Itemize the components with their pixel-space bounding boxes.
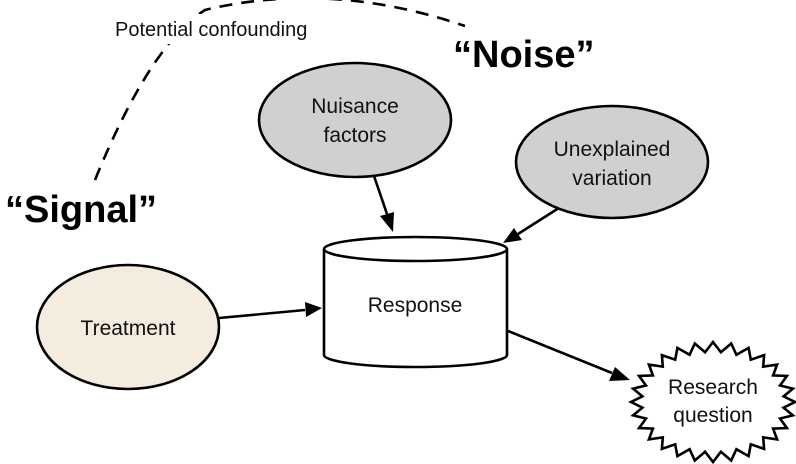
arrowhead-icon [609, 367, 630, 381]
research-label-line2: question [673, 404, 752, 427]
unexplained-ellipse [514, 104, 710, 220]
response-cylinder-top [322, 235, 509, 263]
confounding-label: Potential confounding [115, 19, 307, 41]
edge-unexplained-response [503, 204, 563, 243]
nuisance-ellipse [257, 61, 453, 179]
confounding-label-bg [108, 14, 340, 44]
arrowhead-icon [503, 228, 522, 243]
edge-nuisance-response [372, 175, 394, 232]
research-label-line1: Research [668, 376, 758, 399]
response-label: Response [368, 294, 463, 317]
nuisance-label-line1: Nuisance [311, 95, 399, 118]
signal-title: “Signal” [5, 189, 157, 231]
node-research-question[interactable]: Research question [628, 339, 796, 464]
research-starburst [628, 339, 796, 464]
arrowhead-icon [305, 302, 322, 317]
node-unexplained-variation[interactable]: Unexplained variation [514, 104, 710, 220]
confounding-curve [93, 0, 466, 181]
response-cylinder-body [322, 249, 509, 369]
edge-treatment-response [218, 302, 322, 320]
unexplained-label-line1: Unexplained [554, 138, 671, 161]
edge-response-research [507, 329, 630, 381]
unexplained-label-line2: variation [572, 167, 651, 190]
node-nuisance-factors[interactable]: Nuisance factors [257, 61, 453, 179]
node-treatment[interactable]: Treatment [35, 263, 221, 391]
noise-title: “Noise” [453, 34, 594, 76]
treatment-label: Treatment [81, 317, 176, 340]
arrowhead-icon [380, 212, 394, 232]
node-response[interactable]: Response [322, 235, 509, 369]
nuisance-label-line2: factors [323, 124, 386, 147]
treatment-ellipse [35, 263, 221, 391]
